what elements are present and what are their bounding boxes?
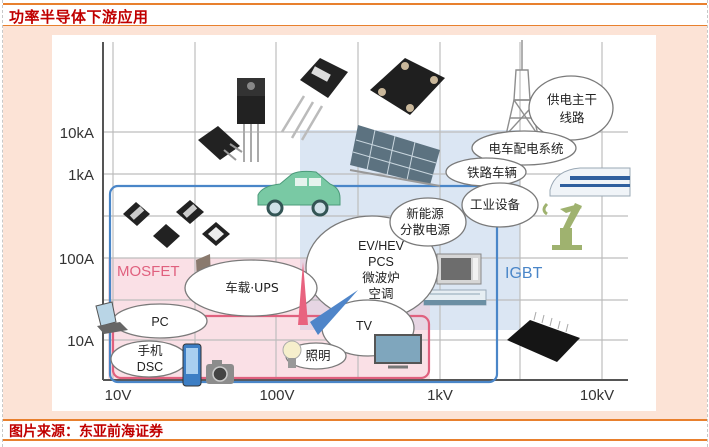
source-caption: 图片来源：东亚前海证券 [9, 424, 163, 440]
car-icon [257, 170, 341, 217]
smd-package-icon [198, 126, 243, 161]
light-bulb-icon [282, 340, 302, 368]
label-car-ups: 车载·UPS [225, 280, 279, 295]
x-tick-100V: 100V [259, 387, 294, 404]
camera-icon [206, 360, 234, 384]
label-industrial: 工业设备 [470, 197, 521, 212]
mobile-phone-icon [182, 343, 202, 387]
robot-arm-icon [542, 202, 582, 250]
bubble-car-ups [184, 259, 318, 317]
label-tv: TV [356, 319, 373, 333]
mosfet-label: MOSFET [117, 263, 180, 280]
label-microwave: 微波炉 [362, 270, 400, 285]
y-tick-100A: 100A [59, 251, 94, 268]
label-aircon: 空调 [368, 286, 393, 301]
bubble-train-power [471, 130, 577, 166]
qfn-package-icon [123, 200, 230, 248]
label-pcs: PCS [368, 255, 394, 269]
label-lighting: 照明 [305, 348, 330, 363]
label-train-power: 电车配电系统 [488, 141, 563, 156]
label-new-energy-2: 分散电源 [400, 222, 451, 237]
power-module-icon [370, 58, 445, 115]
title-bar: 功率半导体下游应用 [3, 3, 707, 27]
diagram-panel: 10kA 1kA 100A 10A 10V 100V 1kV 10kV MOSF… [52, 35, 656, 411]
igbt-beam [310, 290, 358, 335]
bubble-industrial [461, 182, 539, 228]
diagram-svg: 10kA 1kA 100A 10A 10V 100V 1kV 10kV MOSF… [59, 40, 631, 404]
page-title: 功率半导体下游应用 [9, 8, 149, 26]
label-new-energy-1: 新能源 [406, 206, 444, 221]
label-dsc: DSC [137, 360, 163, 374]
label-phone: 手机 [137, 343, 163, 358]
laptop-icon [95, 301, 128, 334]
air-conditioner-icon [423, 289, 487, 306]
label-railway: 铁路车辆 [467, 165, 517, 180]
bubble-new-energy [389, 197, 467, 247]
igbt-label: IGBT [505, 265, 543, 282]
frame-border-right [707, 0, 708, 447]
x-tick-10V: 10V [105, 387, 132, 404]
television-icon [374, 334, 422, 369]
y-tick-10kA: 10kA [60, 125, 94, 142]
microwave-icon [436, 253, 482, 285]
label-ev-hev: EV/HEV [358, 239, 405, 253]
label-pc: PC [151, 315, 168, 329]
solar-panel-icon [349, 125, 441, 187]
bubble-power-grid [528, 75, 614, 141]
footer-bar: 图片来源：东亚前海证券 [3, 419, 707, 441]
mosfet-region-outline [111, 314, 431, 380]
frame-border-left [2, 0, 3, 447]
label-power-grid-2: 线路 [559, 110, 585, 125]
x-tick-1kV: 1kV [427, 387, 453, 404]
mosfet-beam [298, 262, 308, 325]
y-tick-1kA: 1kA [68, 167, 94, 184]
ipm-module-icon [507, 311, 580, 362]
to247-package-icon [280, 58, 348, 141]
y-tick-10A: 10A [67, 333, 94, 350]
to220-package-icon [237, 78, 265, 162]
bullet-train-icon [549, 167, 631, 197]
label-power-grid-1: 供电主干 [547, 92, 597, 107]
x-tick-10kV: 10kV [580, 387, 614, 404]
